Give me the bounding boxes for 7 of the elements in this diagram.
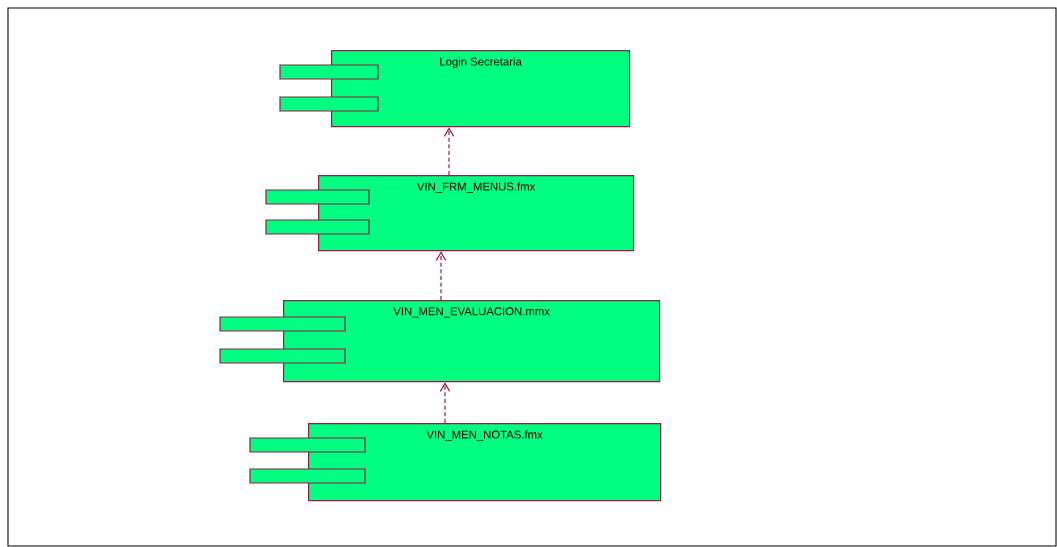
- dependency-arrow: [443, 127, 455, 176]
- component-box: VIN_FRM_MENUS.fmx: [265, 175, 635, 252]
- component-box: VIN_MEN_EVALUACION.mmx: [219, 300, 661, 383]
- dependency-arrow: [439, 382, 451, 424]
- component-box: VIN_MEN_NOTAS.fmx: [249, 423, 662, 502]
- component-box: Login Secretaria: [279, 50, 631, 128]
- dependency-arrow: [435, 251, 447, 301]
